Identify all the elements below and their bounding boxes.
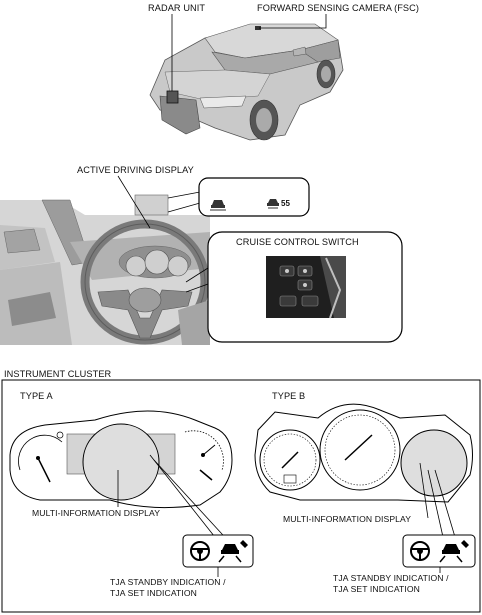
tja-steering-icon bbox=[190, 541, 210, 561]
type-a-tja-indicator-box bbox=[182, 534, 254, 568]
tja-car-lane-icon bbox=[218, 540, 248, 563]
active-driving-display-unit bbox=[134, 194, 169, 216]
type-a-multi-information-display bbox=[82, 423, 160, 501]
radar-unit-icon bbox=[166, 90, 179, 104]
tja-steering-icon bbox=[410, 541, 430, 561]
type-a-tja-label-line2: TJA SET INDICATION bbox=[110, 588, 197, 598]
instrument-cluster-frame bbox=[1, 379, 481, 613]
type-a-tja-label-line1: TJA STANDBY INDICATION / bbox=[110, 577, 226, 587]
type-b-tja-label-line2: TJA SET INDICATION bbox=[333, 584, 420, 594]
type-b-label: TYPE B bbox=[272, 391, 306, 401]
type-a-mid-label: MULTI-INFORMATION DISPLAY bbox=[32, 508, 161, 518]
active-driving-display-callout bbox=[198, 177, 310, 217]
cruise-control-switch-label: CRUISE CONTROL SWITCH bbox=[236, 237, 359, 247]
instrument-cluster-label: INSTRUMENT CLUSTER bbox=[4, 369, 112, 379]
car-illustration bbox=[149, 23, 344, 141]
type-a-label: TYPE A bbox=[20, 391, 53, 401]
active-driving-display-label: ACTIVE DRIVING DISPLAY bbox=[77, 165, 194, 175]
tja-car-lane-icon bbox=[439, 540, 469, 563]
radar-unit-label: RADAR UNIT bbox=[148, 3, 206, 13]
type-a-cluster bbox=[9, 410, 233, 509]
type-b-mid-label: MULTI-INFORMATION DISPLAY bbox=[283, 514, 412, 524]
type-b-tja-label-line1: TJA STANDBY INDICATION / bbox=[333, 573, 449, 583]
camera-icon bbox=[255, 26, 261, 30]
set-speed-icon bbox=[267, 199, 279, 209]
type-b-cluster bbox=[254, 403, 473, 503]
cruise-control-switch-photo bbox=[266, 256, 346, 319]
type-b-multi-information-display bbox=[400, 429, 468, 497]
forward-camera-label: FORWARD SENSING CAMERA (FSC) bbox=[257, 3, 420, 13]
vehicle-distance-icon bbox=[210, 200, 226, 211]
type-b-tja-indicator-box bbox=[402, 534, 476, 568]
interior-illustration bbox=[0, 199, 210, 345]
set-speed-value: 55 bbox=[281, 199, 291, 208]
